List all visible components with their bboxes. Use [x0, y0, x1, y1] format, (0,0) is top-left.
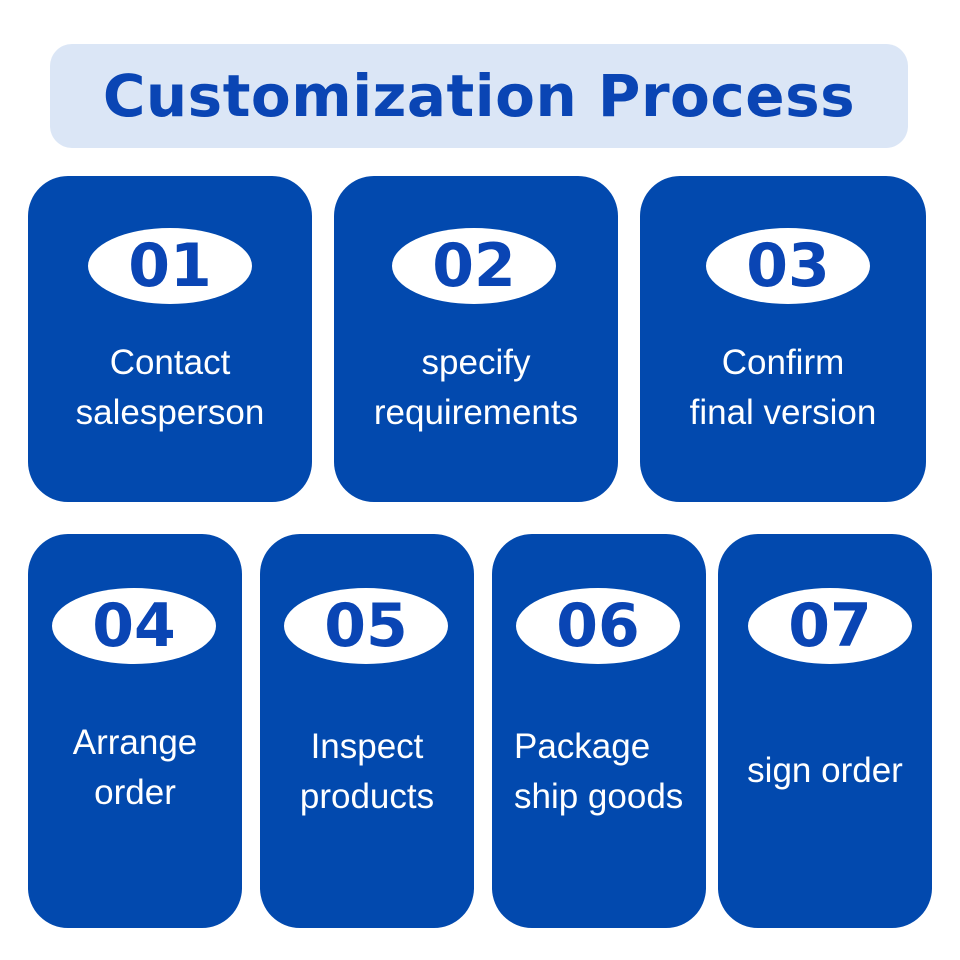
step-label-line: requirements: [373, 393, 579, 432]
step-number-badge: 07: [748, 588, 912, 664]
step-label-line: Confirm: [721, 343, 845, 382]
step-label: specify requirements: [334, 338, 618, 438]
title-banner: Customization Process: [50, 44, 908, 148]
diagram-title: Customization Process: [102, 62, 856, 130]
step-label: Contact salesperson: [28, 338, 312, 438]
step-label-line: Contact: [109, 343, 231, 382]
step-number-badge: 06: [516, 588, 680, 664]
step-number: 06: [556, 591, 640, 661]
step-label-line: salesperson: [75, 393, 265, 432]
step-card-05: 05 Inspect products: [260, 534, 474, 928]
step-label-line: products: [299, 777, 435, 816]
step-label-line: ship goods: [514, 777, 684, 816]
step-number: 03: [746, 231, 830, 301]
step-number-badge: 01: [88, 228, 252, 304]
step-card-01: 01 Contact salesperson: [28, 176, 312, 502]
step-number: 01: [128, 231, 212, 301]
step-number-badge: 05: [284, 588, 448, 664]
step-card-03: 03 Confirm final version: [640, 176, 926, 502]
step-label: Inspect products: [260, 722, 474, 822]
step-label-line: final version: [689, 393, 877, 432]
step-number-badge: 02: [392, 228, 556, 304]
step-label-line: specify: [421, 343, 531, 382]
step-number: 05: [324, 591, 408, 661]
step-label: Arrange order: [28, 718, 242, 818]
step-label: Package ship goods: [492, 722, 706, 822]
step-label: sign order: [718, 746, 932, 796]
step-label-line: Inspect: [310, 727, 424, 766]
step-card-04: 04 Arrange order: [28, 534, 242, 928]
step-label-line: Arrange: [72, 723, 198, 762]
step-card-06: 06 Package ship goods: [492, 534, 706, 928]
step-card-02: 02 specify requirements: [334, 176, 618, 502]
step-number-badge: 03: [706, 228, 870, 304]
step-number: 07: [788, 591, 872, 661]
step-card-07: 07 sign order: [718, 534, 932, 928]
step-label-line: sign order: [747, 751, 903, 790]
step-number: 02: [432, 231, 516, 301]
step-label-line: order: [94, 773, 176, 812]
step-label: Confirm final version: [640, 338, 926, 438]
step-number: 04: [92, 591, 176, 661]
step-label-line: Package: [514, 727, 651, 766]
step-number-badge: 04: [52, 588, 216, 664]
